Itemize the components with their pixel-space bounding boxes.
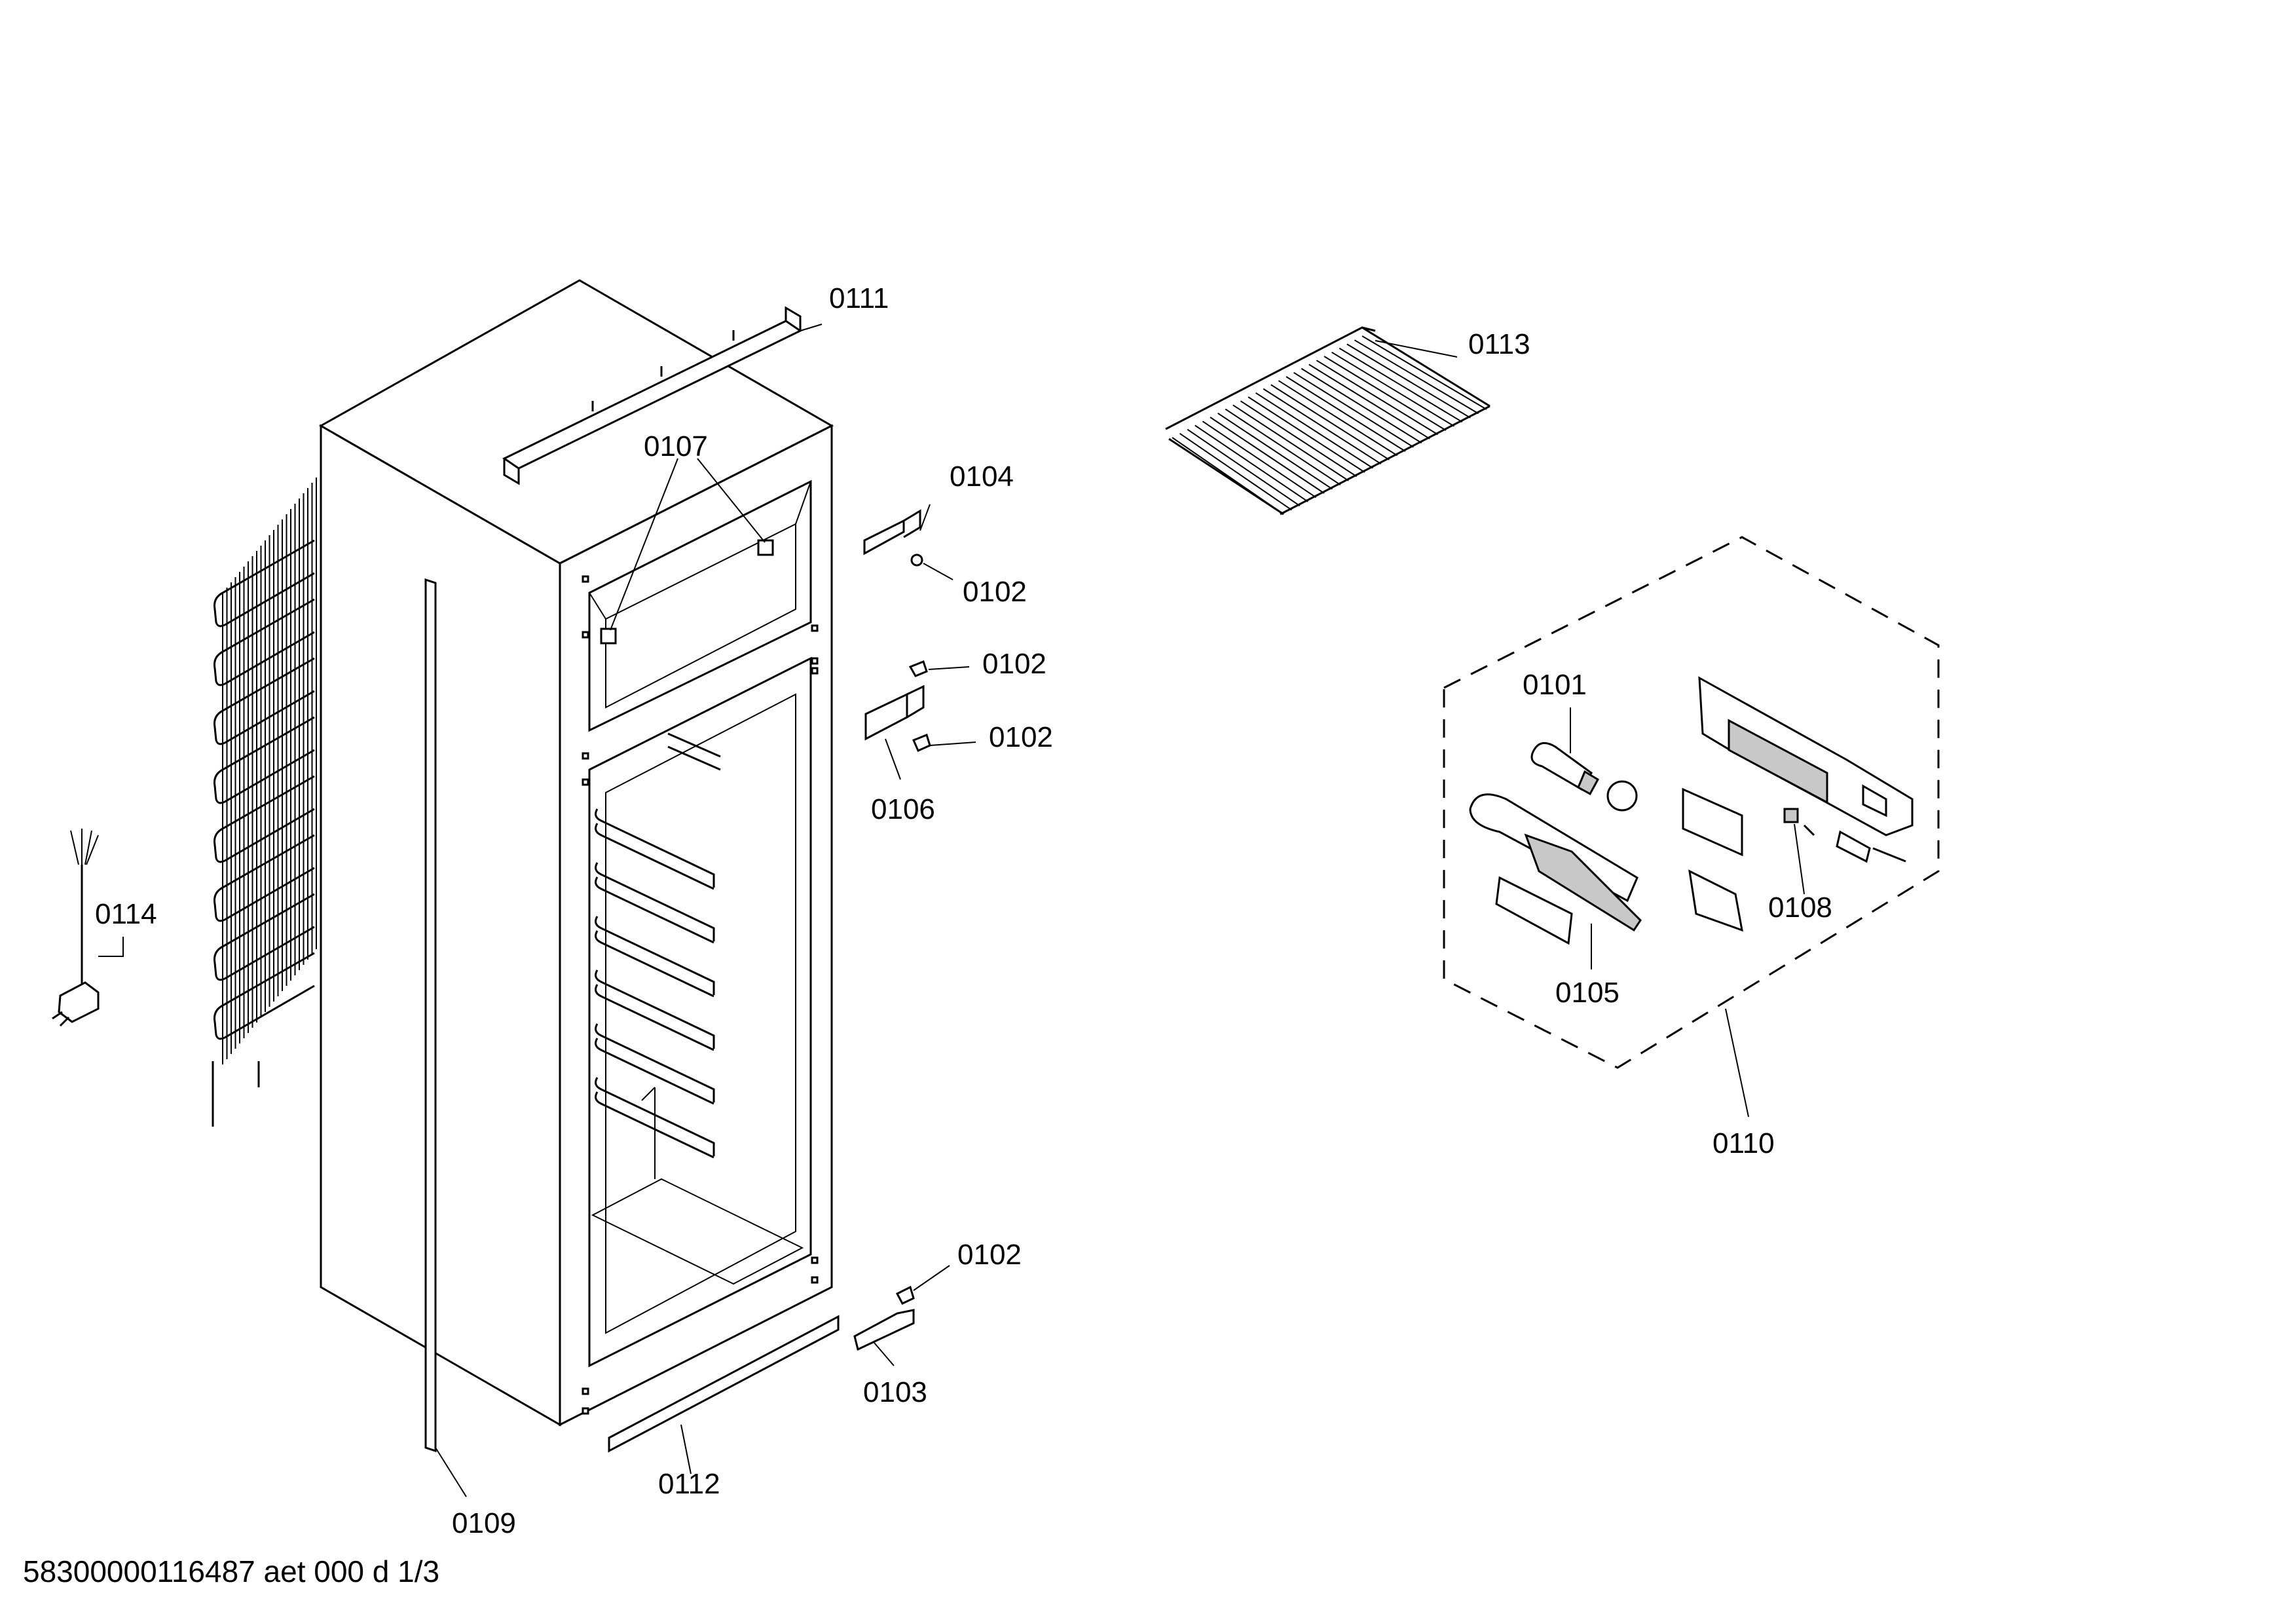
callout-0110: 0110 — [1713, 1127, 1775, 1159]
callout-0106: 0106 — [871, 793, 935, 825]
part-0110-light-assembly-group — [1443, 536, 1940, 1117]
callout-0109: 0109 — [452, 1507, 516, 1539]
part-0111-top-rail — [502, 306, 823, 485]
part-0101-bulb — [1530, 707, 1638, 812]
callout-0102-d: 0102 — [957, 1239, 1022, 1271]
condenser-coil — [212, 472, 322, 1127]
part-0114-power-cord — [52, 829, 124, 1027]
callout-0111: 0111 — [829, 282, 889, 314]
callout-0104: 0104 — [950, 460, 1014, 493]
callout-0103: 0103 — [863, 1376, 927, 1408]
callout-labels: 0111 0113 0107 0104 0102 0102 0102 0106 … — [95, 282, 1832, 1539]
part-0108-switch — [1783, 808, 1906, 895]
part-0112-bottom-strip — [608, 1315, 840, 1474]
callout-0101: 0101 — [1523, 669, 1587, 701]
part-0103-lower-hinge — [853, 1265, 950, 1366]
part-0113-wire-shelf — [1165, 326, 1491, 516]
callout-0114: 0114 — [95, 898, 157, 930]
lamp-housing — [1698, 676, 1914, 836]
callout-0108: 0108 — [1768, 891, 1832, 924]
footer-drawing-id: 58300000116487 aet 000 d 1/3 — [23, 1554, 439, 1588]
callout-0102-c: 0102 — [989, 721, 1053, 753]
callout-0107: 0107 — [644, 430, 708, 462]
callout-0113: 0113 — [1468, 328, 1530, 360]
part-0107-clips — [600, 458, 774, 645]
callout-0105: 0105 — [1555, 977, 1620, 1009]
part-0106-middle-hinge — [864, 660, 976, 780]
part-0109-gasket-strip — [424, 578, 467, 1497]
part-0104-upper-hinge — [863, 504, 931, 567]
callout-0102-a: 0102 — [963, 576, 1027, 608]
thermostat-control — [1682, 787, 1743, 932]
cabinet-body — [318, 279, 834, 1427]
callout-0112: 0112 — [658, 1468, 720, 1500]
callout-0102-b: 0102 — [982, 648, 1046, 680]
part-0105-lamp-cover — [1469, 793, 1642, 969]
